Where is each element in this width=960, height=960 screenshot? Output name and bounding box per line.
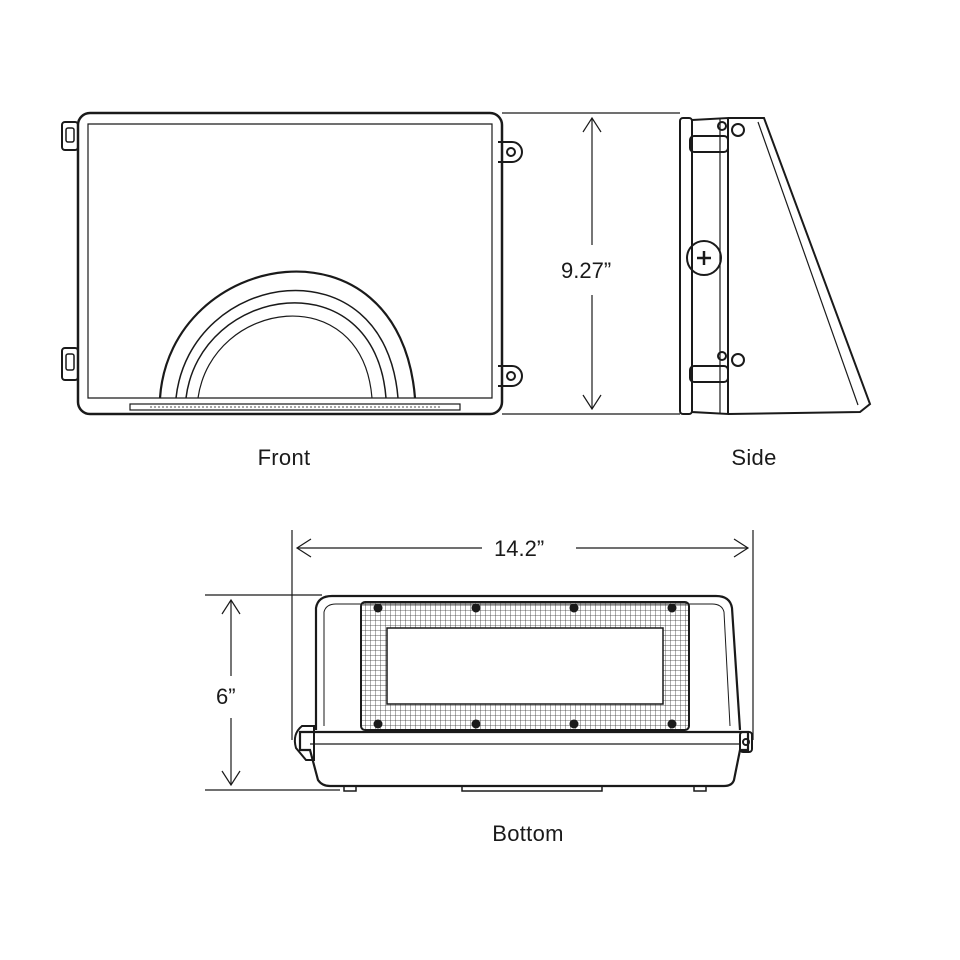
depth-dimension-label: 6” — [210, 682, 242, 712]
front-lens-strip — [129, 403, 461, 411]
height-dimension-label: 9.27” — [555, 256, 618, 286]
bottom-housing-top — [314, 594, 742, 731]
side-screw-icon — [686, 240, 722, 276]
side-bracket-bottom — [689, 351, 745, 383]
front-view-label: Front — [257, 445, 311, 470]
bottom-right-clip — [739, 731, 753, 753]
depth-dimension — [205, 594, 340, 791]
front-right-ear-top — [498, 141, 523, 163]
front-housing — [76, 111, 504, 416]
front-housing-inner-edge — [87, 123, 493, 399]
side-bracket-top — [689, 121, 745, 153]
front-left-bracket-bottom — [61, 347, 79, 381]
front-arch — [158, 270, 417, 399]
width-dimension-label: 14.2” — [488, 534, 551, 564]
bottom-view-label: Bottom — [492, 821, 564, 846]
side-slanted-face — [727, 117, 872, 415]
side-body — [691, 116, 729, 416]
bottom-foot-right — [693, 785, 707, 792]
side-view — [679, 116, 872, 416]
front-right-ear-bottom — [498, 365, 523, 387]
width-dimension — [291, 530, 754, 740]
bottom-foot-left — [343, 785, 357, 792]
bottom-left-clip — [293, 725, 315, 761]
bottom-view — [293, 594, 753, 792]
front-left-bracket-top — [61, 121, 79, 151]
bottom-mesh-lens — [360, 601, 690, 731]
front-view — [61, 111, 523, 416]
bottom-housing-base — [298, 730, 750, 788]
side-view-label: Side — [731, 445, 777, 470]
height-dimension — [502, 112, 680, 415]
bottom-foot-center — [461, 785, 603, 792]
